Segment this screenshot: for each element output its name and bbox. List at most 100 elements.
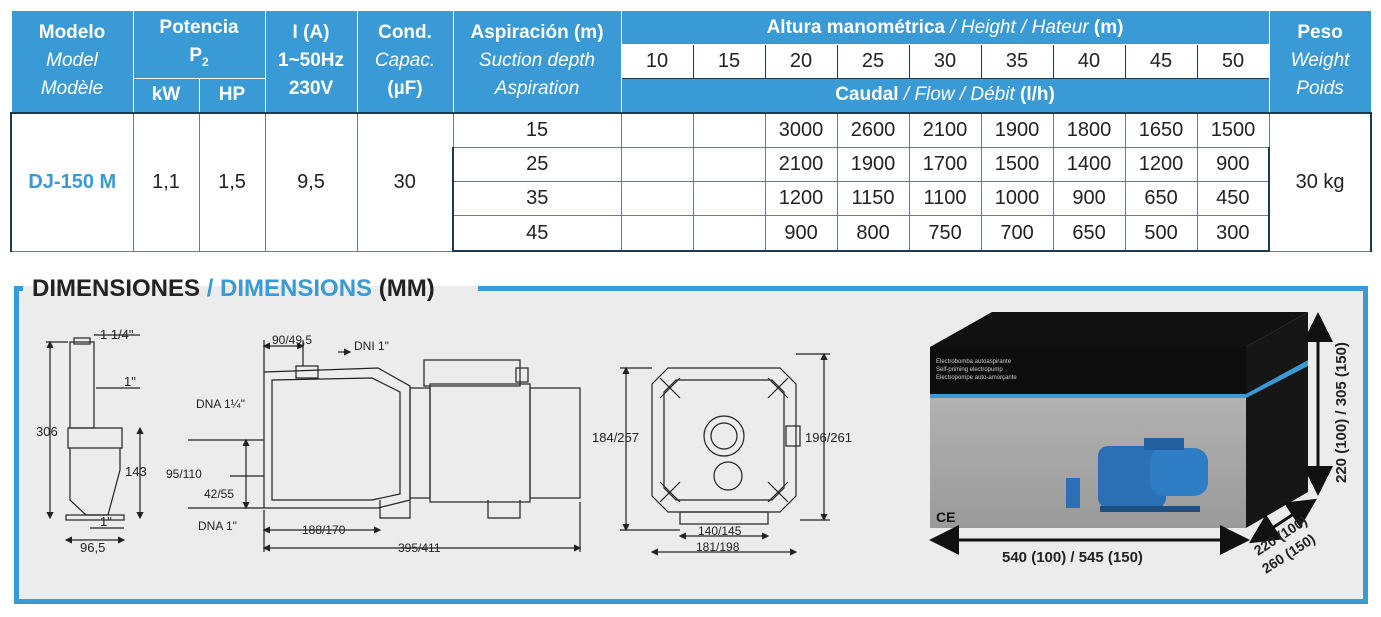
header-flow-fr: Débit bbox=[970, 84, 1015, 106]
height-col-40: 40 bbox=[1052, 44, 1126, 79]
front-label-6: DNA 1" bbox=[198, 519, 237, 533]
end-label-outer: 181/198 bbox=[696, 540, 740, 554]
header-flow-es: Caudal bbox=[835, 84, 899, 106]
header-weight-fr: Poids bbox=[1296, 78, 1344, 100]
ce-mark: CE bbox=[936, 509, 955, 525]
side-width-label: 96,5 bbox=[80, 540, 105, 555]
flow-cell: 750 bbox=[908, 215, 982, 253]
flow-cell bbox=[620, 111, 694, 149]
flow-cell: 1100 bbox=[908, 181, 982, 217]
side-view-drawing bbox=[46, 334, 144, 544]
front-label-7: 188/170 bbox=[302, 523, 346, 537]
kw-cell: 1,1 bbox=[132, 111, 200, 252]
header-power-symbol: P bbox=[189, 44, 202, 66]
flow-cell: 650 bbox=[1124, 181, 1198, 217]
suction-cell: 25 bbox=[452, 147, 622, 183]
suction-cell: 15 bbox=[452, 111, 622, 149]
box-dimension-arrows bbox=[929, 312, 1333, 555]
front-label-4: 95/110 bbox=[166, 467, 202, 481]
header-power-kw: kW bbox=[132, 78, 200, 113]
header-height-en: Height bbox=[960, 16, 1016, 38]
end-label-inner: 140/145 bbox=[698, 524, 742, 538]
header-capacitor-es: Cond. bbox=[378, 22, 432, 44]
capacitor-cell: 30 bbox=[356, 111, 454, 252]
weight-cell: 30 kg bbox=[1268, 111, 1373, 252]
model-cell: DJ-150 M bbox=[10, 111, 134, 252]
end-view-drawing bbox=[620, 352, 830, 556]
box-line-en: Self-priming electropump bbox=[936, 367, 1003, 373]
box-line-es: Electrobomba autoaspirante bbox=[936, 359, 1012, 365]
header-capacitor: Cond. Capac. (µF) bbox=[356, 10, 454, 113]
height-col-20: 20 bbox=[764, 44, 838, 79]
flow-cell: 300 bbox=[1196, 215, 1271, 253]
header-flow-en: Flow bbox=[914, 84, 955, 106]
header-weight-es: Peso bbox=[1297, 22, 1343, 44]
flow-cell: 1800 bbox=[1052, 111, 1126, 149]
header-height-unit: (m) bbox=[1088, 16, 1124, 38]
front-label-2: DNI 1" bbox=[354, 339, 389, 353]
height-col-35: 35 bbox=[980, 44, 1054, 79]
header-power-hp: HP bbox=[198, 78, 266, 113]
end-label-left: 184/257 bbox=[592, 430, 639, 445]
flow-cell: 900 bbox=[764, 215, 838, 253]
header-height: Altura manométrica / Height / Hateur (m) bbox=[620, 10, 1270, 45]
panel-top-border-right bbox=[478, 286, 1368, 291]
dimensions-title-sep: / bbox=[200, 275, 221, 302]
front-label-3: DNA 1¼" bbox=[196, 397, 245, 411]
panel-top-border-left bbox=[14, 286, 23, 291]
flow-cell: 450 bbox=[1196, 181, 1271, 217]
end-label-right: 196/261 bbox=[805, 430, 852, 445]
header-height-sep1: / bbox=[945, 16, 961, 38]
flow-cell: 3000 bbox=[764, 111, 838, 149]
header-current-label: I (A) bbox=[292, 22, 330, 44]
side-base-label: 143 bbox=[125, 464, 147, 479]
header-weight: Peso Weight Poids bbox=[1268, 10, 1372, 113]
side-top-label: 1 1/4" bbox=[100, 327, 134, 342]
current-cell: 9,5 bbox=[264, 111, 358, 252]
flow-cell: 2600 bbox=[836, 111, 910, 149]
flow-cell bbox=[620, 147, 694, 183]
header-model-fr: Modèle bbox=[40, 78, 104, 100]
header-suction: Aspiración (m) Suction depth Aspiration bbox=[452, 10, 622, 113]
flow-cell: 700 bbox=[980, 215, 1054, 253]
flow-cell: 1400 bbox=[1052, 147, 1126, 183]
header-power-subscript: 2 bbox=[202, 54, 209, 69]
dimensions-title-unit: (MM) bbox=[372, 275, 435, 302]
spec-table-body: DJ-150 M 1,1 1,5 9,5 30 15 3000 2600 210… bbox=[10, 111, 1373, 253]
header-height-fr: Hateur bbox=[1031, 16, 1089, 38]
height-col-30: 30 bbox=[908, 44, 982, 79]
header-model-es: Modelo bbox=[38, 22, 106, 44]
flow-cell: 1200 bbox=[1124, 147, 1198, 183]
flow-cell: 900 bbox=[1196, 147, 1271, 183]
front-label-8: 395/411 bbox=[398, 541, 441, 555]
flow-cell: 1150 bbox=[836, 181, 910, 217]
side-height-label: 306 bbox=[36, 424, 58, 439]
box-length-label: 540 (100) / 545 (150) bbox=[1002, 549, 1143, 566]
flow-cell: 800 bbox=[836, 215, 910, 253]
flow-cell: 2100 bbox=[908, 111, 982, 149]
flow-cell: 1900 bbox=[980, 111, 1054, 149]
flow-cell: 900 bbox=[1052, 181, 1126, 217]
header-capacitor-unit: (µF) bbox=[387, 78, 423, 100]
suction-cell: 45 bbox=[452, 215, 622, 253]
flow-cell: 1650 bbox=[1124, 111, 1198, 149]
header-power-label: Potencia bbox=[159, 16, 239, 38]
header-current-freq: 1~50Hz bbox=[278, 50, 345, 72]
height-col-25: 25 bbox=[836, 44, 910, 79]
header-model-en: Model bbox=[46, 50, 98, 72]
height-col-15: 15 bbox=[692, 44, 766, 79]
header-power: Potencia P2 bbox=[132, 10, 266, 79]
box-height-label: 220 (100) / 305 (150) bbox=[1333, 342, 1350, 483]
flow-cell: 650 bbox=[1052, 215, 1126, 253]
hp-cell: 1,5 bbox=[198, 111, 266, 252]
flow-cell: 1900 bbox=[836, 147, 910, 183]
spec-table: Modelo Model Modèle Potencia P2 I (A) 1~… bbox=[10, 10, 1373, 253]
header-current-voltage: 230V bbox=[288, 78, 334, 100]
dimensions-title: DIMENSIONES / DIMENSIONS (MM) bbox=[32, 274, 435, 304]
header-capacitor-en: Capac. bbox=[374, 50, 436, 72]
flow-cell: 1700 bbox=[908, 147, 982, 183]
dimensions-title-es: DIMENSIONES bbox=[32, 275, 201, 302]
flow-cell bbox=[620, 215, 694, 253]
